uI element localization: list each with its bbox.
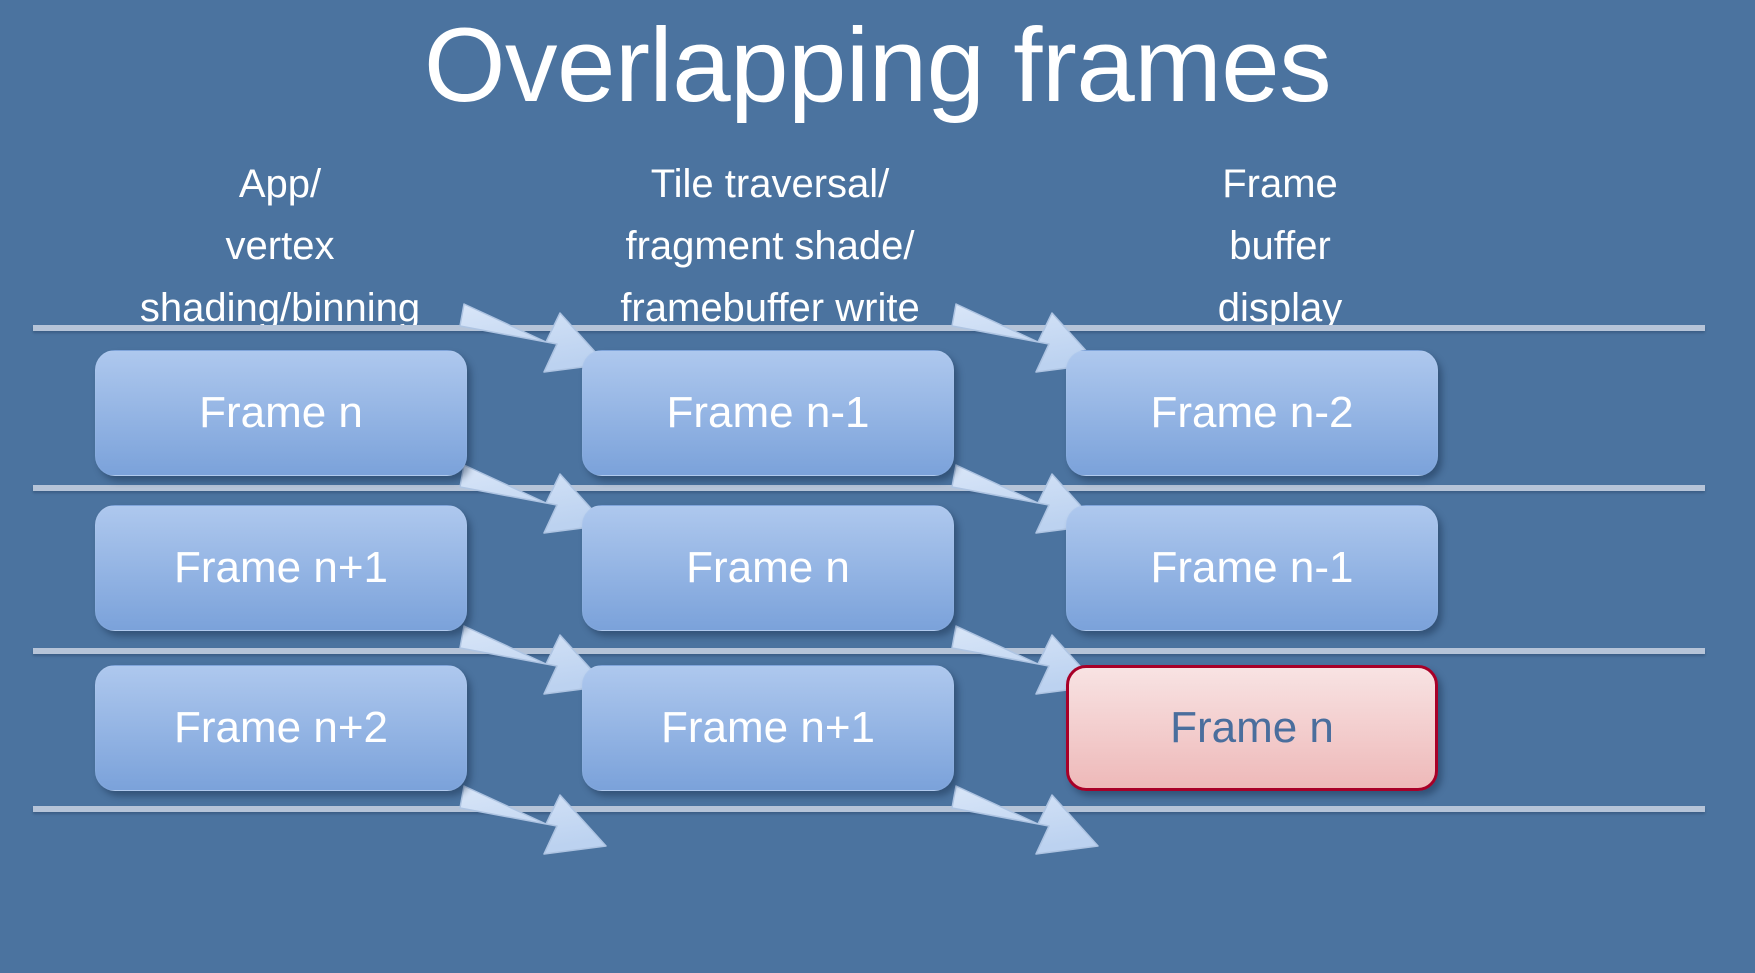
column-header-line: fragment shade/ xyxy=(625,224,915,268)
frame-box[interactable]: Frame n xyxy=(582,505,954,631)
column-header-line: Frame xyxy=(1222,162,1338,206)
frame-box[interactable]: Frame n-1 xyxy=(582,350,954,476)
frame-box[interactable]: Frame n+2 xyxy=(95,665,467,791)
frame-box-highlighted[interactable]: Frame n xyxy=(1066,665,1438,791)
timeline-divider xyxy=(33,806,1705,812)
column-header-line: display xyxy=(1217,286,1343,330)
frame-box[interactable]: Frame n+1 xyxy=(95,505,467,631)
page-title: Overlapping frames xyxy=(423,7,1332,124)
column-header-framebuffer-display: Frame buffer display xyxy=(1075,153,1485,339)
timeline-divider xyxy=(33,325,1705,331)
column-header-tile-fragment: Tile traversal/ fragment shade/ framebuf… xyxy=(545,153,995,339)
column-header-line: shading/binning xyxy=(139,286,421,330)
frame-box[interactable]: Frame n-2 xyxy=(1066,350,1438,476)
column-header-line: App/ xyxy=(238,162,322,206)
frame-box[interactable]: Frame n xyxy=(95,350,467,476)
column-header-line: framebuffer write xyxy=(620,286,920,330)
column-header-line: Tile traversal/ xyxy=(650,162,890,206)
column-header-line: buffer xyxy=(1229,224,1331,268)
timeline-divider xyxy=(33,485,1705,491)
column-header-line: vertex xyxy=(225,224,335,268)
frame-box[interactable]: Frame n-1 xyxy=(1066,505,1438,631)
timeline-divider xyxy=(33,648,1705,654)
column-header-app-vertex: App/ vertex shading/binning xyxy=(60,153,500,339)
frame-box[interactable]: Frame n+1 xyxy=(582,665,954,791)
